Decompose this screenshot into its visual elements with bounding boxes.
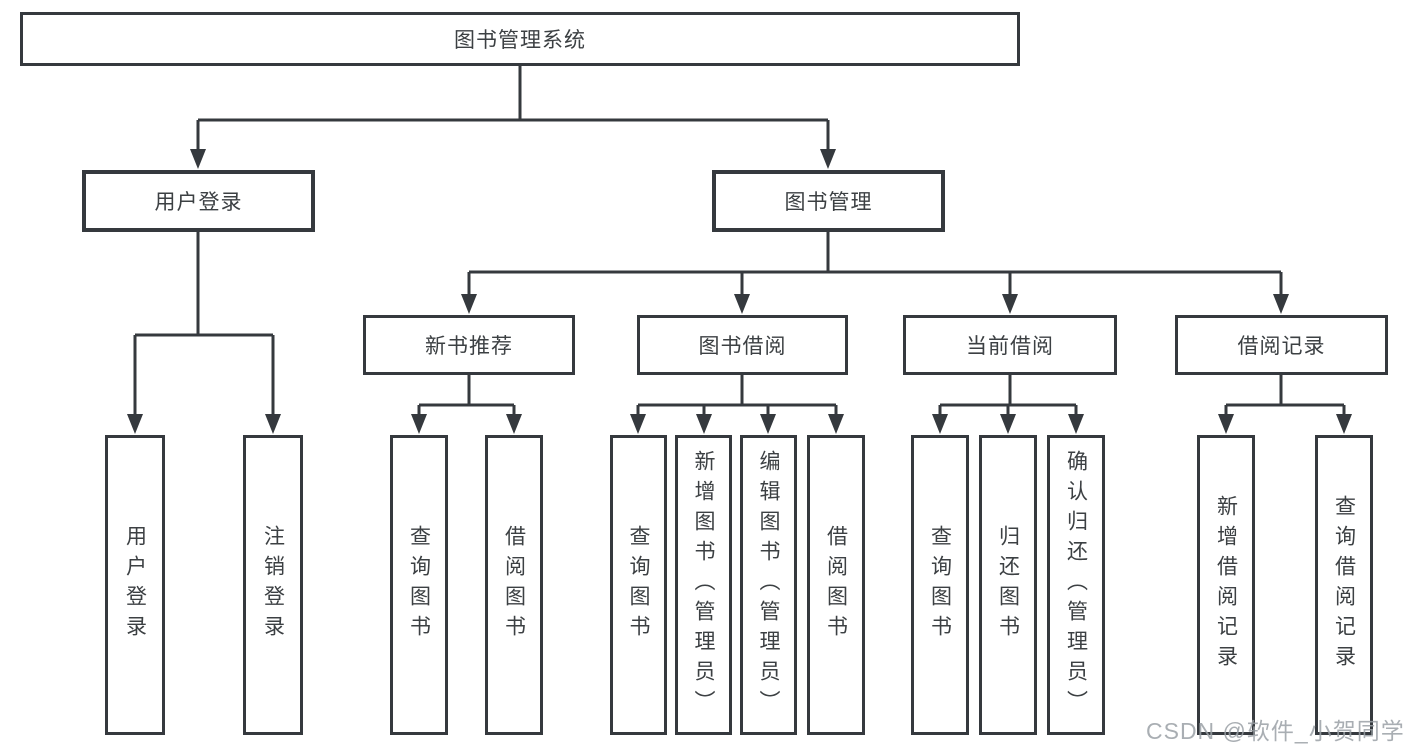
node-current-borrow: 当前借阅 — [903, 315, 1117, 375]
node-label: 查询借阅记录 — [1332, 495, 1356, 675]
node-label: 新增图书（管理员） — [692, 450, 715, 720]
node-label: 新增借阅记录 — [1214, 495, 1238, 675]
node-leaf-query-borrow-record: 查询借阅记录 — [1315, 435, 1373, 735]
node-label: 注销登录 — [261, 525, 285, 645]
node-label: 查询图书 — [928, 525, 952, 645]
node-label: 借阅图书 — [824, 525, 848, 645]
connector-current-borrow-branch — [938, 375, 1078, 416]
node-new-book-recommend: 新书推荐 — [363, 315, 575, 375]
node-leaf-confirm-return-admin: 确认归还（管理员） — [1047, 435, 1105, 735]
connector-book-mgmt-branch — [467, 232, 1283, 296]
node-label: 新书推荐 — [425, 335, 513, 358]
node-label: 图书管理 — [784, 191, 873, 214]
node-label: 归还图书 — [996, 525, 1020, 645]
node-label: 借阅记录 — [1237, 335, 1326, 358]
node-label: 用户登录 — [154, 191, 243, 214]
node-label: 用户登录 — [123, 525, 147, 645]
node-leaf-user-login: 用户登录 — [105, 435, 165, 735]
node-label: 编辑图书（管理员） — [757, 450, 780, 720]
node-leaf-logout: 注销登录 — [243, 435, 303, 735]
node-leaf-recommend-borrow-books: 借阅图书 — [485, 435, 543, 735]
node-label: 当前借阅 — [966, 335, 1054, 358]
node-leaf-add-books-admin: 新增图书（管理员） — [675, 435, 732, 735]
node-leaf-recommend-query-books: 查询图书 — [390, 435, 448, 735]
node-leaf-return-books: 归还图书 — [979, 435, 1037, 735]
node-leaf-current-query-books: 查询图书 — [911, 435, 969, 735]
node-leaf-borrow-books: 借阅图书 — [807, 435, 865, 735]
node-user-login: 用户登录 — [82, 170, 315, 232]
arrowheads — [127, 149, 1352, 434]
node-label: 图书借阅 — [698, 335, 787, 358]
node-leaf-add-borrow-record: 新增借阅记录 — [1197, 435, 1255, 735]
node-label: 查询图书 — [627, 525, 650, 645]
connector-user-login-branch — [133, 232, 275, 416]
node-book-borrow: 图书借阅 — [637, 315, 848, 375]
node-label: 确认归还（管理员） — [1064, 450, 1088, 720]
connector-book-borrow-branch — [636, 375, 838, 416]
node-system-root: 图书管理系统 — [20, 12, 1020, 66]
node-leaf-edit-books-admin: 编辑图书（管理员） — [740, 435, 797, 735]
connector-borrow-records-branch — [1224, 375, 1346, 416]
node-book-management: 图书管理 — [712, 170, 945, 232]
node-borrow-records: 借阅记录 — [1175, 315, 1388, 375]
node-label: 图书管理系统 — [454, 29, 586, 52]
connector-new-rec-branch — [417, 375, 516, 416]
node-leaf-borrow-query-books: 查询图书 — [610, 435, 667, 735]
connector-root-branch — [196, 66, 830, 151]
node-label: 查询图书 — [407, 525, 431, 645]
node-label: 借阅图书 — [502, 525, 526, 645]
